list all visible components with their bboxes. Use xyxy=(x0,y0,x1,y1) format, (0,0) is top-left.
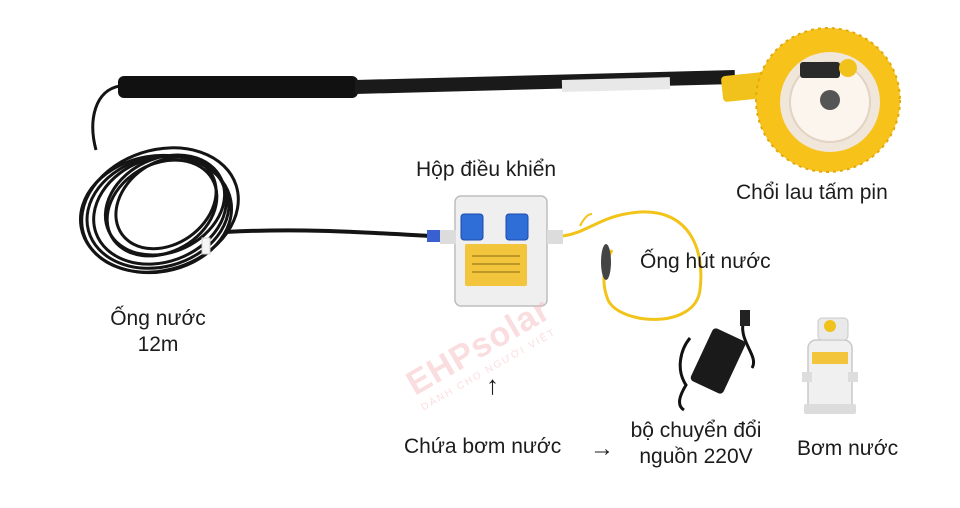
control-box xyxy=(427,195,563,307)
water-hose-coil xyxy=(78,84,431,275)
label-control-box: Hộp điều khiển xyxy=(416,158,557,181)
power-adapter xyxy=(678,310,756,412)
label-water-hose-line1: Ống nước xyxy=(110,307,206,330)
label-panel-brush: Chổi lau tấm pin xyxy=(736,181,888,204)
hose-tie xyxy=(201,237,211,255)
arrow-right: → xyxy=(590,435,614,462)
arrow-up: ↑ xyxy=(486,370,499,400)
label-adapter-line1: bộ chuyển đổi xyxy=(630,419,762,442)
suction-hose xyxy=(562,210,703,321)
label-water-hose: Ống nước 12m xyxy=(96,306,220,358)
label-water-pump: Bơm nước xyxy=(797,437,899,460)
water-pump xyxy=(802,317,858,414)
telescopic-pole xyxy=(118,70,767,102)
cleaning-brush xyxy=(755,27,901,173)
label-suction-hose: Ống hút nước xyxy=(640,250,771,273)
label-adapter: bộ chuyển đổi nguồn 220V xyxy=(618,418,774,470)
label-adapter-line2: nguồn 220V xyxy=(639,445,753,468)
label-water-hose-line2: 12m xyxy=(137,333,179,356)
label-pump-holder: Chứa bơm nước xyxy=(404,435,562,458)
